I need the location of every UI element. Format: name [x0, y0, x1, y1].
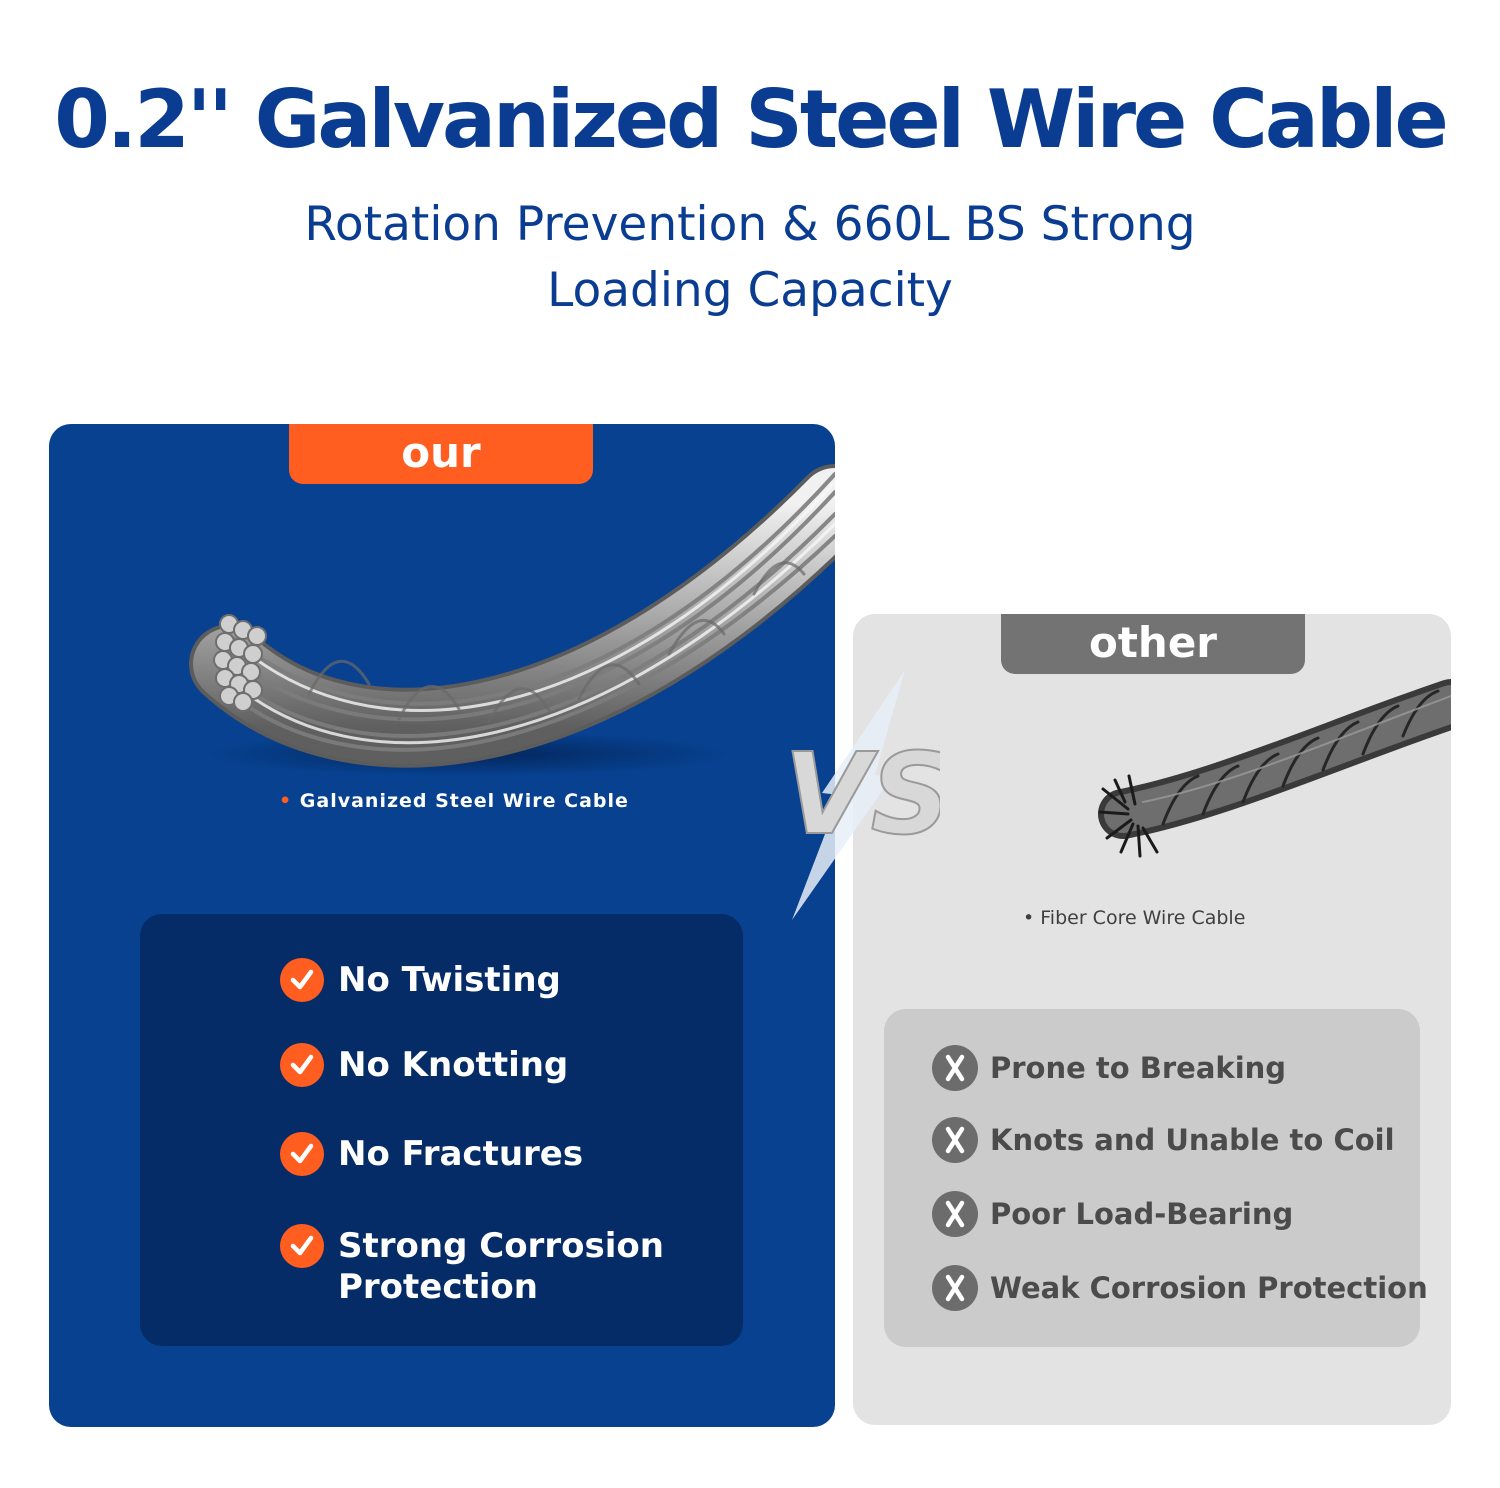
- fiber-core-cable-image: [1098, 679, 1451, 858]
- drawback-item: Prone to Breaking: [932, 1045, 1286, 1091]
- x-mark-icon: [932, 1191, 978, 1237]
- our-tag: our: [289, 424, 593, 484]
- benefit-item: No Twisting: [280, 958, 561, 1002]
- benefit-label-line-2: Protection: [338, 1267, 538, 1307]
- benefits-panel: No Twisting No Knotting No Fractures Str…: [140, 914, 743, 1346]
- drawbacks-panel: Prone to Breaking Knots and Unable to Co…: [884, 1009, 1428, 1347]
- subtitle-line-2: Loading Capacity: [547, 263, 953, 318]
- benefit-label: No Knotting: [338, 1045, 569, 1085]
- drawback-label: Prone to Breaking: [990, 1051, 1287, 1085]
- caption-text: Galvanized Steel Wire Cable: [299, 790, 629, 812]
- x-mark-icon: [932, 1265, 978, 1311]
- drawback-label: Knots and Unable to Coil: [990, 1123, 1395, 1157]
- other-product-card: other • Fiber Core Wire Cable: [853, 614, 1451, 1425]
- galvanized-steel-cable-image: [189, 464, 835, 776]
- checkmark-icon: [280, 1224, 324, 1268]
- our-product-card: our: [49, 424, 835, 1427]
- benefit-label: No Twisting: [338, 960, 561, 1000]
- our-cable-caption: • Galvanized Steel Wire Cable: [279, 790, 629, 812]
- versus-badge: VS: [783, 670, 940, 920]
- checkmark-icon: [280, 1043, 324, 1087]
- checkmark-icon: [280, 958, 324, 1002]
- drawback-label: Weak Corrosion Protection: [990, 1271, 1428, 1305]
- benefit-item: No Fractures: [280, 1132, 584, 1176]
- drawback-item: Knots and Unable to Coil: [932, 1117, 1395, 1163]
- caption-bullet: •: [279, 790, 293, 812]
- page-title: 0.2'' Galvanized Steel Wire Cable: [54, 73, 1449, 166]
- benefit-item: Strong Corrosion Protection: [280, 1224, 664, 1308]
- benefit-item: No Knotting: [280, 1043, 569, 1087]
- x-mark-icon: [932, 1117, 978, 1163]
- checkmark-icon: [280, 1132, 324, 1176]
- page-subtitle: Rotation Prevention & 660L BS Strong Loa…: [300, 192, 1200, 324]
- other-cable-caption: • Fiber Core Wire Cable: [1023, 907, 1246, 929]
- versus-label: VS: [784, 730, 940, 860]
- subtitle-line-1: Rotation Prevention & 660L BS Strong: [304, 197, 1196, 252]
- drawback-label: Poor Load-Bearing: [990, 1197, 1294, 1231]
- benefit-label-line-1: Strong Corrosion: [338, 1226, 664, 1266]
- drawback-item: Weak Corrosion Protection: [932, 1265, 1428, 1311]
- benefit-label: No Fractures: [338, 1134, 584, 1174]
- x-mark-icon: [932, 1045, 978, 1091]
- other-tag: other: [1001, 614, 1305, 674]
- benefit-label: Strong Corrosion Protection: [338, 1226, 664, 1308]
- drawback-item: Poor Load-Bearing: [932, 1191, 1293, 1237]
- lightning-bolt-icon: [792, 670, 905, 920]
